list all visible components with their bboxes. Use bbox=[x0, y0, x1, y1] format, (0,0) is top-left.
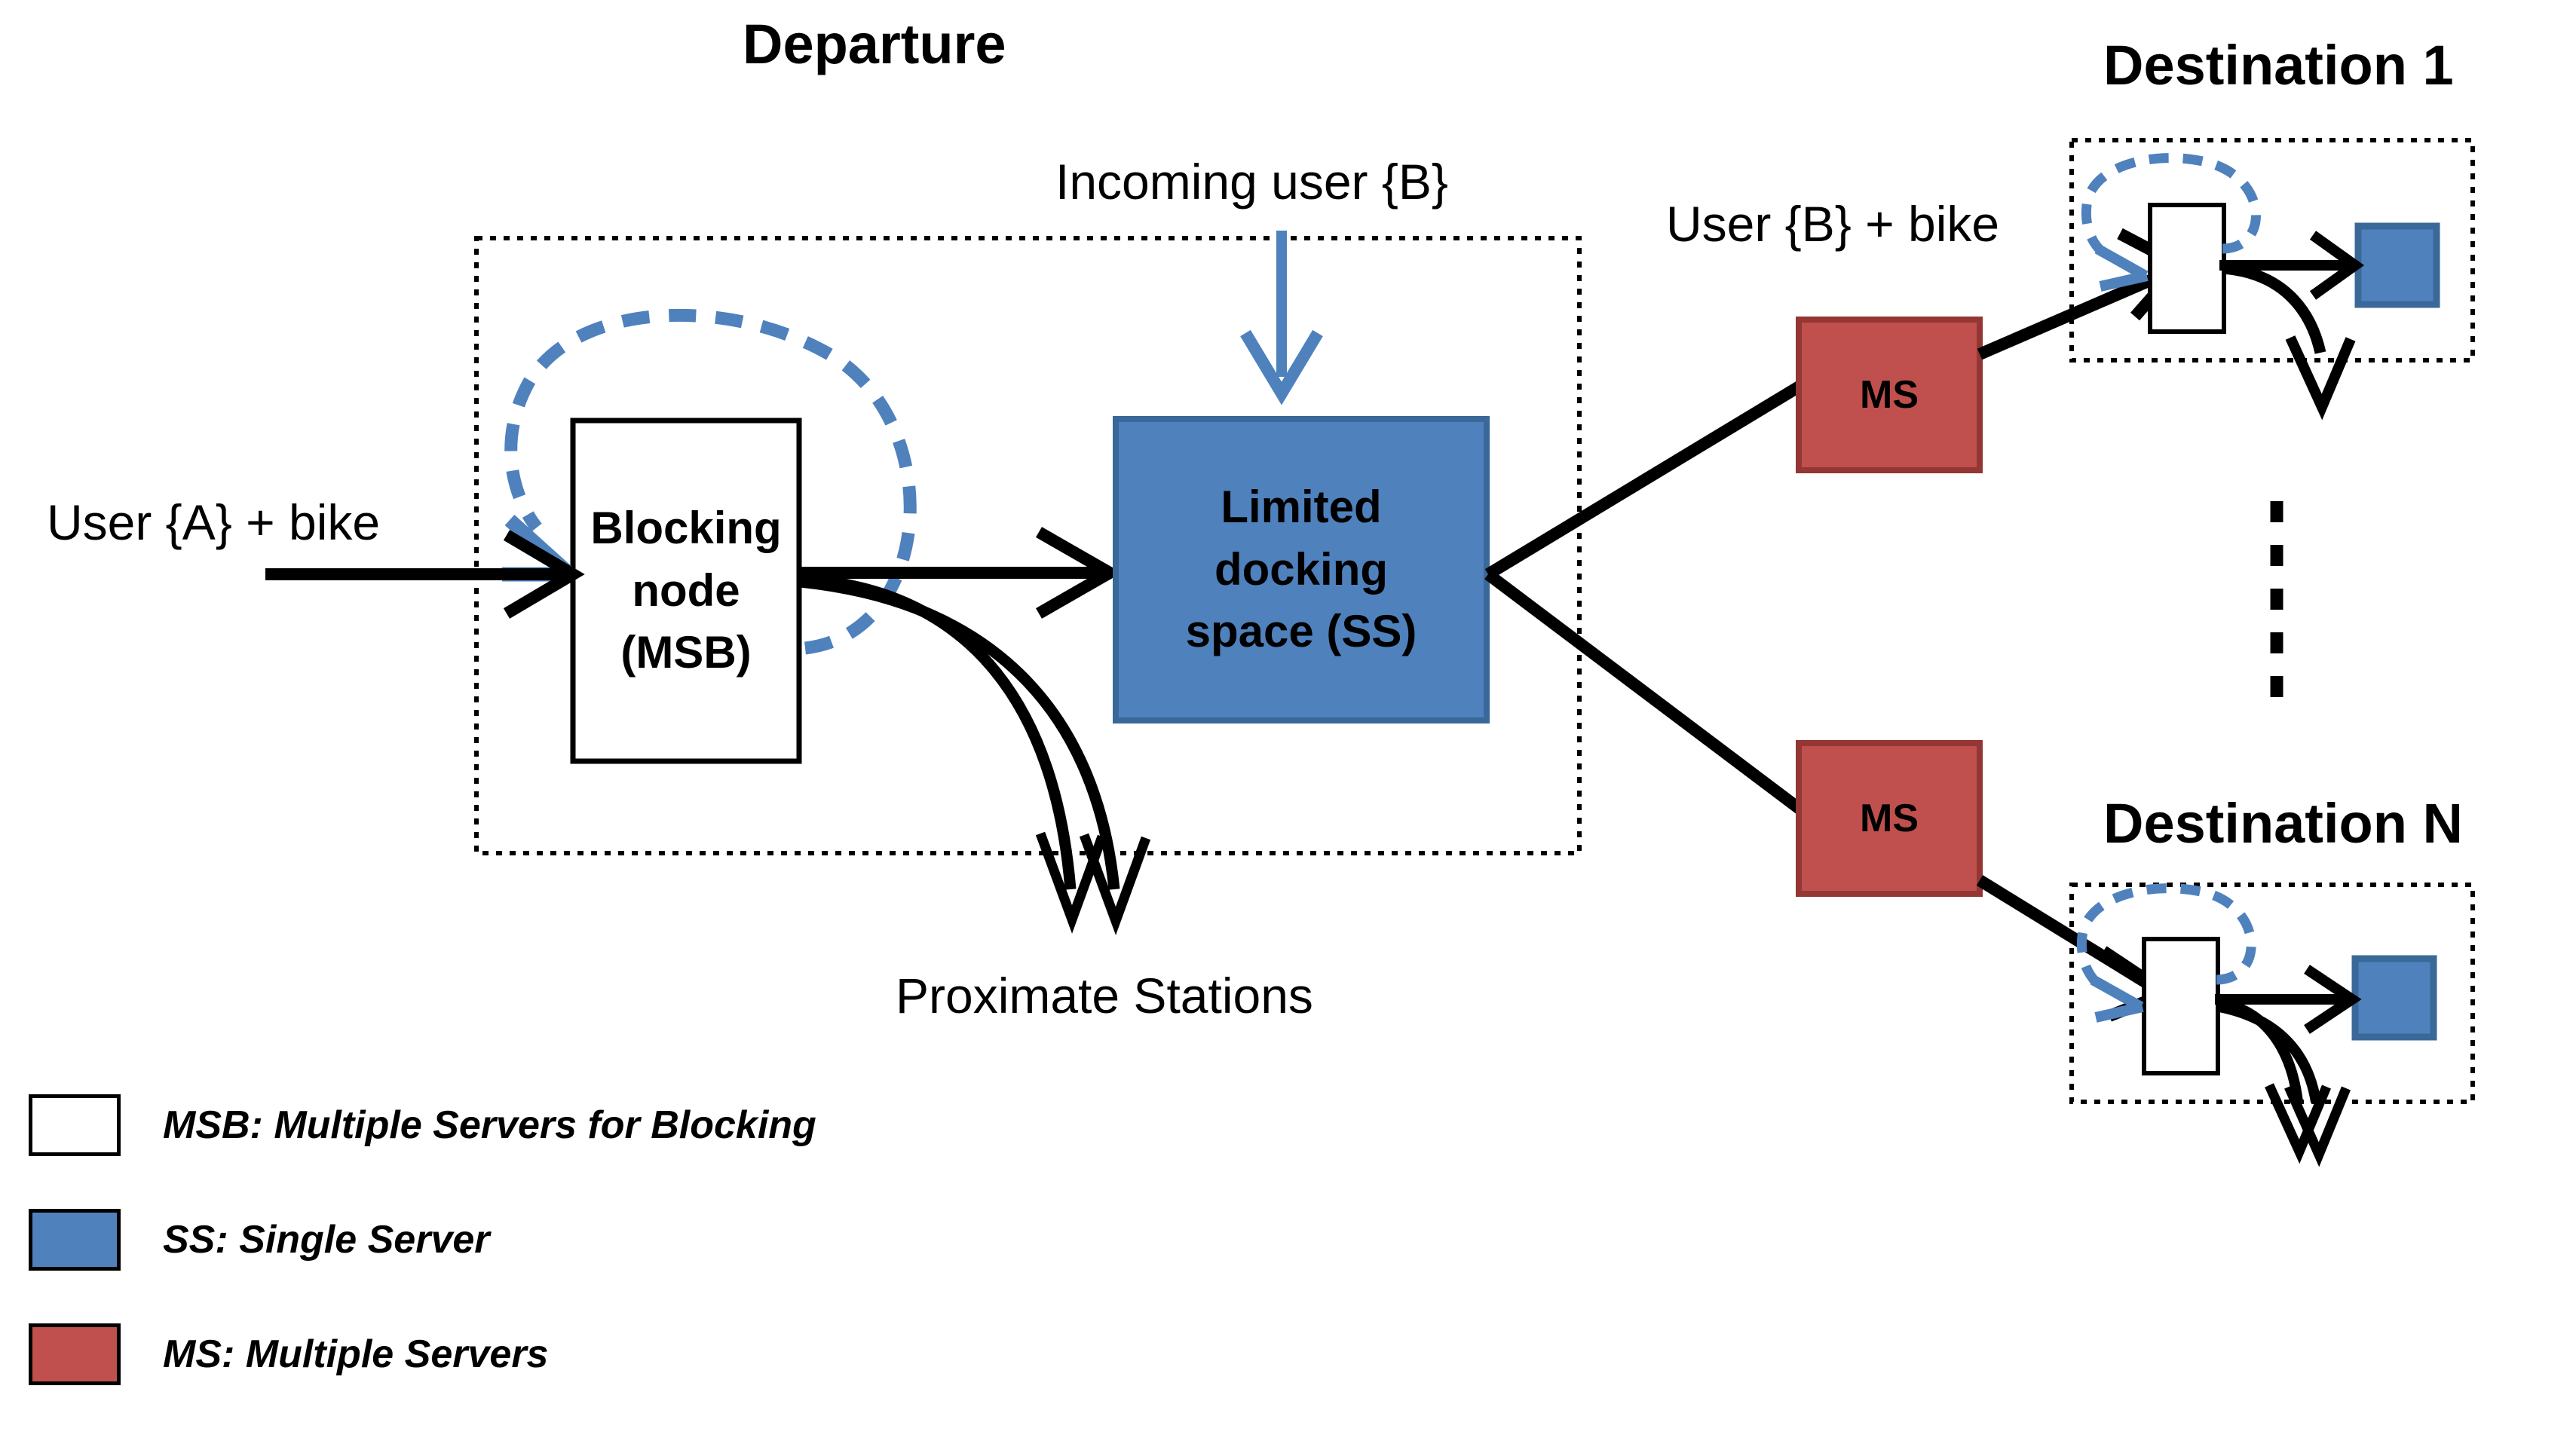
page-title-departure: Departure bbox=[743, 13, 1006, 75]
destination-1-self-loop-arrowhead bbox=[2094, 243, 2149, 292]
label-user-b: User {B} + bike bbox=[1666, 196, 2000, 252]
label-proximate-stations: Proximate Stations bbox=[896, 968, 1313, 1023]
ms-bottom-label: MS bbox=[1860, 797, 1919, 840]
legend-text-ss: SS: Single Server bbox=[163, 1218, 490, 1262]
destination-1-outflow-curve bbox=[2222, 262, 2326, 354]
destination-1-msb-box bbox=[2148, 203, 2226, 334]
destination-n-outflow-curve-2 bbox=[2218, 1002, 2321, 1103]
page-title-destination-n: Destination N bbox=[2103, 792, 2463, 855]
destination-1-ss-box bbox=[2354, 222, 2440, 308]
destination-n-outflow-arrowhead-2 bbox=[2284, 1084, 2351, 1167]
limited-docking-space-label: Limited docking space (SS) bbox=[1116, 419, 1487, 720]
legend-label-msb: MSB: Multiple Servers for Blocking bbox=[163, 1103, 816, 1148]
legend-item-ss: SS: Single Server bbox=[29, 1209, 490, 1271]
ms-top-to-dest1-line bbox=[1977, 265, 2174, 360]
legend-swatch-ss bbox=[29, 1209, 121, 1271]
blocking-node-line-1: Blocking bbox=[590, 502, 782, 553]
legend-item-msb: MSB: Multiple Servers for Blocking bbox=[29, 1094, 816, 1156]
destination-n-outflow-arrowhead-1 bbox=[2265, 1083, 2331, 1164]
ms-top-box bbox=[1796, 317, 1983, 473]
user-a-arrowhead bbox=[503, 530, 585, 619]
destination-n-msb-to-ss-arrowhead bbox=[2304, 965, 2362, 1034]
legend-label-ms: MS: Multiple Servers bbox=[163, 1332, 548, 1377]
blocking-node-line-2: node bbox=[632, 564, 740, 616]
destination-n-self-loop bbox=[2076, 883, 2256, 993]
limited-docking-space-box bbox=[1113, 416, 1490, 724]
msb-to-proximate-arrowhead-2 bbox=[1079, 833, 1151, 935]
destination-n-ss-box bbox=[2351, 955, 2437, 1041]
docking-space-line-3: space (SS) bbox=[1185, 606, 1417, 657]
destination-1-msb-to-ss-arrowhead bbox=[2309, 231, 2365, 300]
destination-n-msb-box bbox=[2142, 937, 2220, 1075]
blocking-node-self-loop bbox=[504, 308, 917, 655]
departure-boundary bbox=[474, 236, 1582, 855]
msb-to-proximate-curve-2 bbox=[800, 576, 1120, 890]
legend-swatch-ms bbox=[29, 1323, 121, 1385]
legend-swatch-msb bbox=[29, 1094, 121, 1156]
label-incoming-user-b: Incoming user {B} bbox=[1055, 154, 1448, 210]
destination-1-boundary bbox=[2069, 138, 2475, 363]
destination-1-self-loop bbox=[2081, 153, 2261, 261]
legend-label-ss: SS: Single Server bbox=[163, 1217, 490, 1262]
msb-to-proximate-curve-1 bbox=[800, 573, 1077, 890]
legend-text-msb: MSB: Multiple Servers for Blocking bbox=[163, 1103, 816, 1147]
ms-top-label: MS bbox=[1860, 373, 1919, 417]
destination-1-outflow-arrowhead bbox=[2285, 335, 2356, 421]
docking-space-line-2: docking bbox=[1214, 543, 1388, 595]
ss-to-ms-top-line bbox=[1484, 381, 1804, 580]
label-user-a: User {A} + bike bbox=[47, 494, 381, 550]
msb-to-ss-arrowhead bbox=[1036, 527, 1123, 619]
ms-bottom-box bbox=[1796, 740, 1983, 897]
docking-space-line-1: Limited bbox=[1221, 481, 1382, 532]
incoming-user-b-arrowhead bbox=[1240, 329, 1323, 405]
blocking-node-box bbox=[570, 418, 802, 764]
legend-text-ms: MS: Multiple Servers bbox=[163, 1332, 549, 1376]
destination-n-self-loop-arrowhead bbox=[2090, 974, 2144, 1023]
page-title-destination-1: Destination 1 bbox=[2103, 34, 2454, 96]
blocking-node-line-3: (MSB) bbox=[620, 627, 752, 678]
legend-item-ms: MS: Multiple Servers bbox=[29, 1323, 548, 1385]
blocking-node-label: Blocking node (MSB) bbox=[573, 421, 799, 761]
ss-to-ms-bottom-line bbox=[1484, 569, 1804, 815]
